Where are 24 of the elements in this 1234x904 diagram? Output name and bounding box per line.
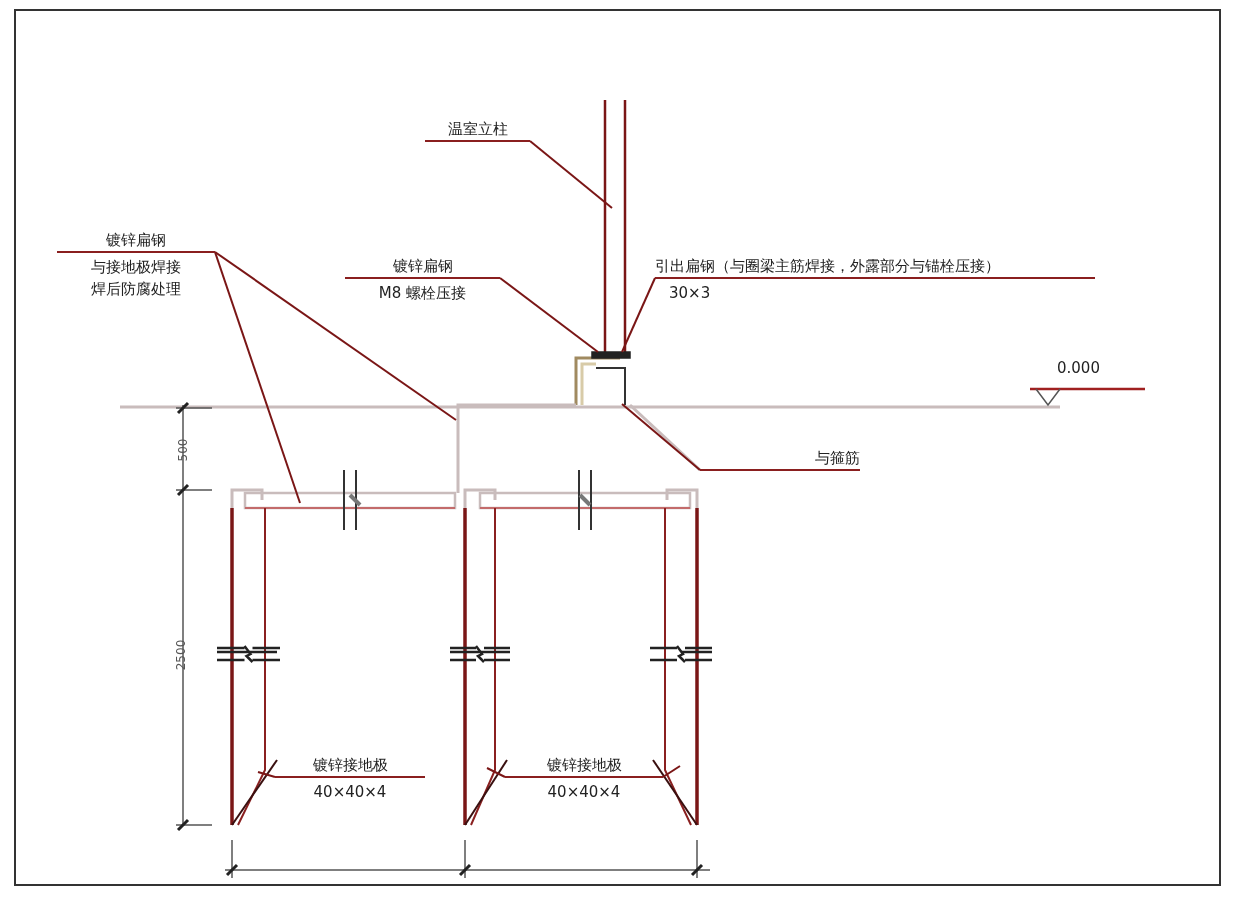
leader-line: [529, 140, 613, 209]
annotation-text: 镀锌扁钢: [106, 231, 166, 249]
annotation-text: 镀锌接地极: [312, 756, 388, 774]
annotation-text: 与箍筋: [815, 449, 860, 467]
annotation-text: 引出扁钢（与圈梁主筋焊接，外露部分与锚栓压接）: [655, 257, 1000, 275]
leader-line: [486, 767, 506, 778]
annotation-text: 40×40×4: [313, 782, 387, 803]
dimension-text: 500: [175, 438, 192, 462]
annotation-text: 40×40×4: [547, 782, 621, 803]
leader-line: [214, 251, 457, 421]
annotation-text: 温室立柱: [447, 120, 508, 138]
leader-line: [621, 403, 701, 471]
leader-line: [662, 765, 681, 778]
leader-line: [257, 771, 276, 778]
dimension-text: 2500: [173, 639, 190, 671]
annotation-text: M8 螺栓压接: [378, 283, 467, 304]
leader-line: [214, 251, 301, 504]
elevation-text: 0.000: [1057, 359, 1100, 377]
annotation-text: 与接地极焊接焊后防腐处理: [90, 257, 182, 300]
annotation-text: 镀锌扁钢: [392, 257, 453, 275]
annotation-text: 30×3: [669, 283, 711, 304]
leader-line: [621, 277, 656, 353]
annotation-text: 镀锌接地极: [546, 756, 622, 774]
leader-line: [499, 277, 599, 353]
